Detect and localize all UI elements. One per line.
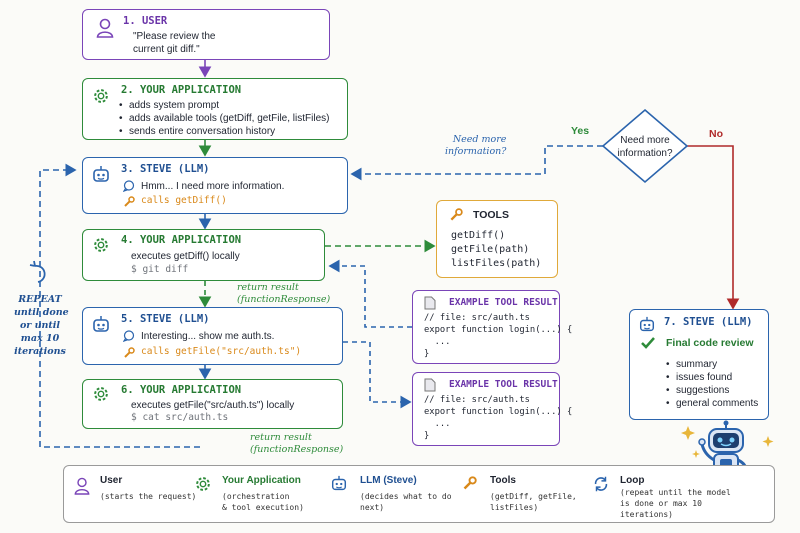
legend: User (starts the request) Your Applicati… [63,465,775,523]
steve2-title: 5. STEVE (LLM) [121,313,210,325]
result2-code: // file: src/auth.ts export function log… [424,395,573,441]
legend-sub: (getDiff, getFile, listFiles) [490,492,577,512]
app-box-3: 6. YOUR APPLICATION executes getFile("sr… [82,379,343,429]
chat-bubble-icon [123,180,135,192]
user-icon [96,18,114,38]
legend-title: Tools [490,475,516,486]
app1-list: adds system prompt adds available tools … [119,99,329,138]
final-review-box: 7. STEVE (LLM) Final code review summary… [629,309,769,420]
legend-sub: (repeat until the model is done or max 1… [620,488,731,519]
app-box-1: 2. YOUR APPLICATION adds system prompt a… [82,78,348,140]
wrench-icon [450,208,463,221]
loop-icon [594,476,608,492]
chat-bubble-icon [123,330,135,342]
app3-command: $ cat src/auth.ts [131,412,229,423]
decision-diamond [601,108,689,184]
legend-sub: (decides what to do next) [360,492,452,512]
user-box: 1. USER "Please review the current git d… [82,9,330,60]
final-title: 7. STEVE (LLM) [664,316,753,328]
app3-title: 6. YOUR APPLICATION [121,384,242,396]
app1-title: 2. YOUR APPLICATION [121,84,242,96]
final-item: general comments [666,397,758,410]
app-box-2: 4. YOUR APPLICATION executes getDiff() l… [82,229,325,281]
document-icon [424,378,436,392]
arrow-steve2-to-result2 [343,341,412,409]
checkmark-icon [641,337,655,349]
steve1-title: 3. STEVE (LLM) [121,163,210,175]
tool-result-box-2: EXAMPLE TOOL RESULT // file: src/auth.ts… [412,372,572,446]
steve2-call: calls getFile("src/auth.ts") [141,346,302,357]
result2-title: EXAMPLE TOOL RESULT [449,379,558,390]
app2-action: executes getDiff() locally [131,251,240,262]
yes-note: Need more information? [445,134,507,157]
wrench-icon [124,347,135,358]
gear-icon [94,238,108,252]
steve2-thought: Interesting... show me auth.ts. [141,331,275,342]
return-result-note-2: return result (functionResponse) [250,432,344,455]
steve1-thought: Hmm... I need more information. [141,181,285,192]
decision-no-label: No [709,128,723,140]
robot-icon [639,316,655,332]
result1-code: // file: src/auth.ts export function log… [424,313,573,359]
wrench-icon [463,476,477,490]
legend-sub: (orchestration & tool execution) [222,492,304,512]
app2-title: 4. YOUR APPLICATION [121,234,242,246]
final-list: summary issues found suggestions general… [666,358,758,410]
gear-icon [94,387,108,401]
legend-title: Your Application [222,475,301,486]
tool-result-box-1: EXAMPLE TOOL RESULT // file: src/auth.ts… [412,290,572,364]
arrow-no-to-final [687,145,740,310]
tools-box: TOOLS getDiff() getFile(path) listFiles(… [436,200,558,278]
user-message: "Please review the current git diff." [133,31,216,55]
legend-title: LLM (Steve) [360,475,417,486]
legend-title: User [100,475,123,486]
wrench-icon [124,196,135,207]
return-result-note-1: return result (functionResponse) [237,282,331,305]
tools-item: getFile(path) [451,244,530,255]
final-heading: Final code review [666,337,754,349]
decision-yes-label: Yes [571,125,590,137]
legend-sub: (starts the request) [100,492,197,501]
final-item: suggestions [666,384,758,397]
decision-question: Need more information? [617,135,673,159]
arrow-yes-to-steve [350,145,603,181]
tools-item: listFiles(path) [451,258,542,269]
gear-icon [94,89,108,103]
gear-icon [196,477,210,491]
arrow-repeat-loop [39,163,200,448]
app3-action: executes getFile("src/auth.ts") locally [131,400,295,411]
result1-title: EXAMPLE TOOL RESULT [449,297,558,308]
user-title: 1. USER [123,15,168,27]
app1-item: adds available tools (getDiff, getFile, … [119,112,329,125]
robot-icon [93,316,109,332]
steve-box-2: 5. STEVE (LLM) Interesting... show me au… [82,307,343,365]
steve-box-1: 3. STEVE (LLM) Hmm... I need more inform… [82,157,348,214]
repeat-note: REPEAT until done or until max 10 iterat… [14,294,69,357]
repeat-icon [29,260,46,283]
legend-title: Loop [620,475,645,486]
steve1-call: calls getDiff() [141,195,227,206]
final-item: summary [666,358,758,371]
app1-item: sends entire conversation history [119,125,329,138]
app2-command: $ git diff [131,264,189,275]
final-item: issues found [666,371,758,384]
user-icon [74,477,90,495]
robot-icon [331,475,347,491]
tools-item: getDiff() [451,230,506,241]
robot-icon [93,166,109,182]
app1-item: adds system prompt [119,99,329,112]
document-icon [424,296,436,310]
tools-title: TOOLS [473,209,509,221]
